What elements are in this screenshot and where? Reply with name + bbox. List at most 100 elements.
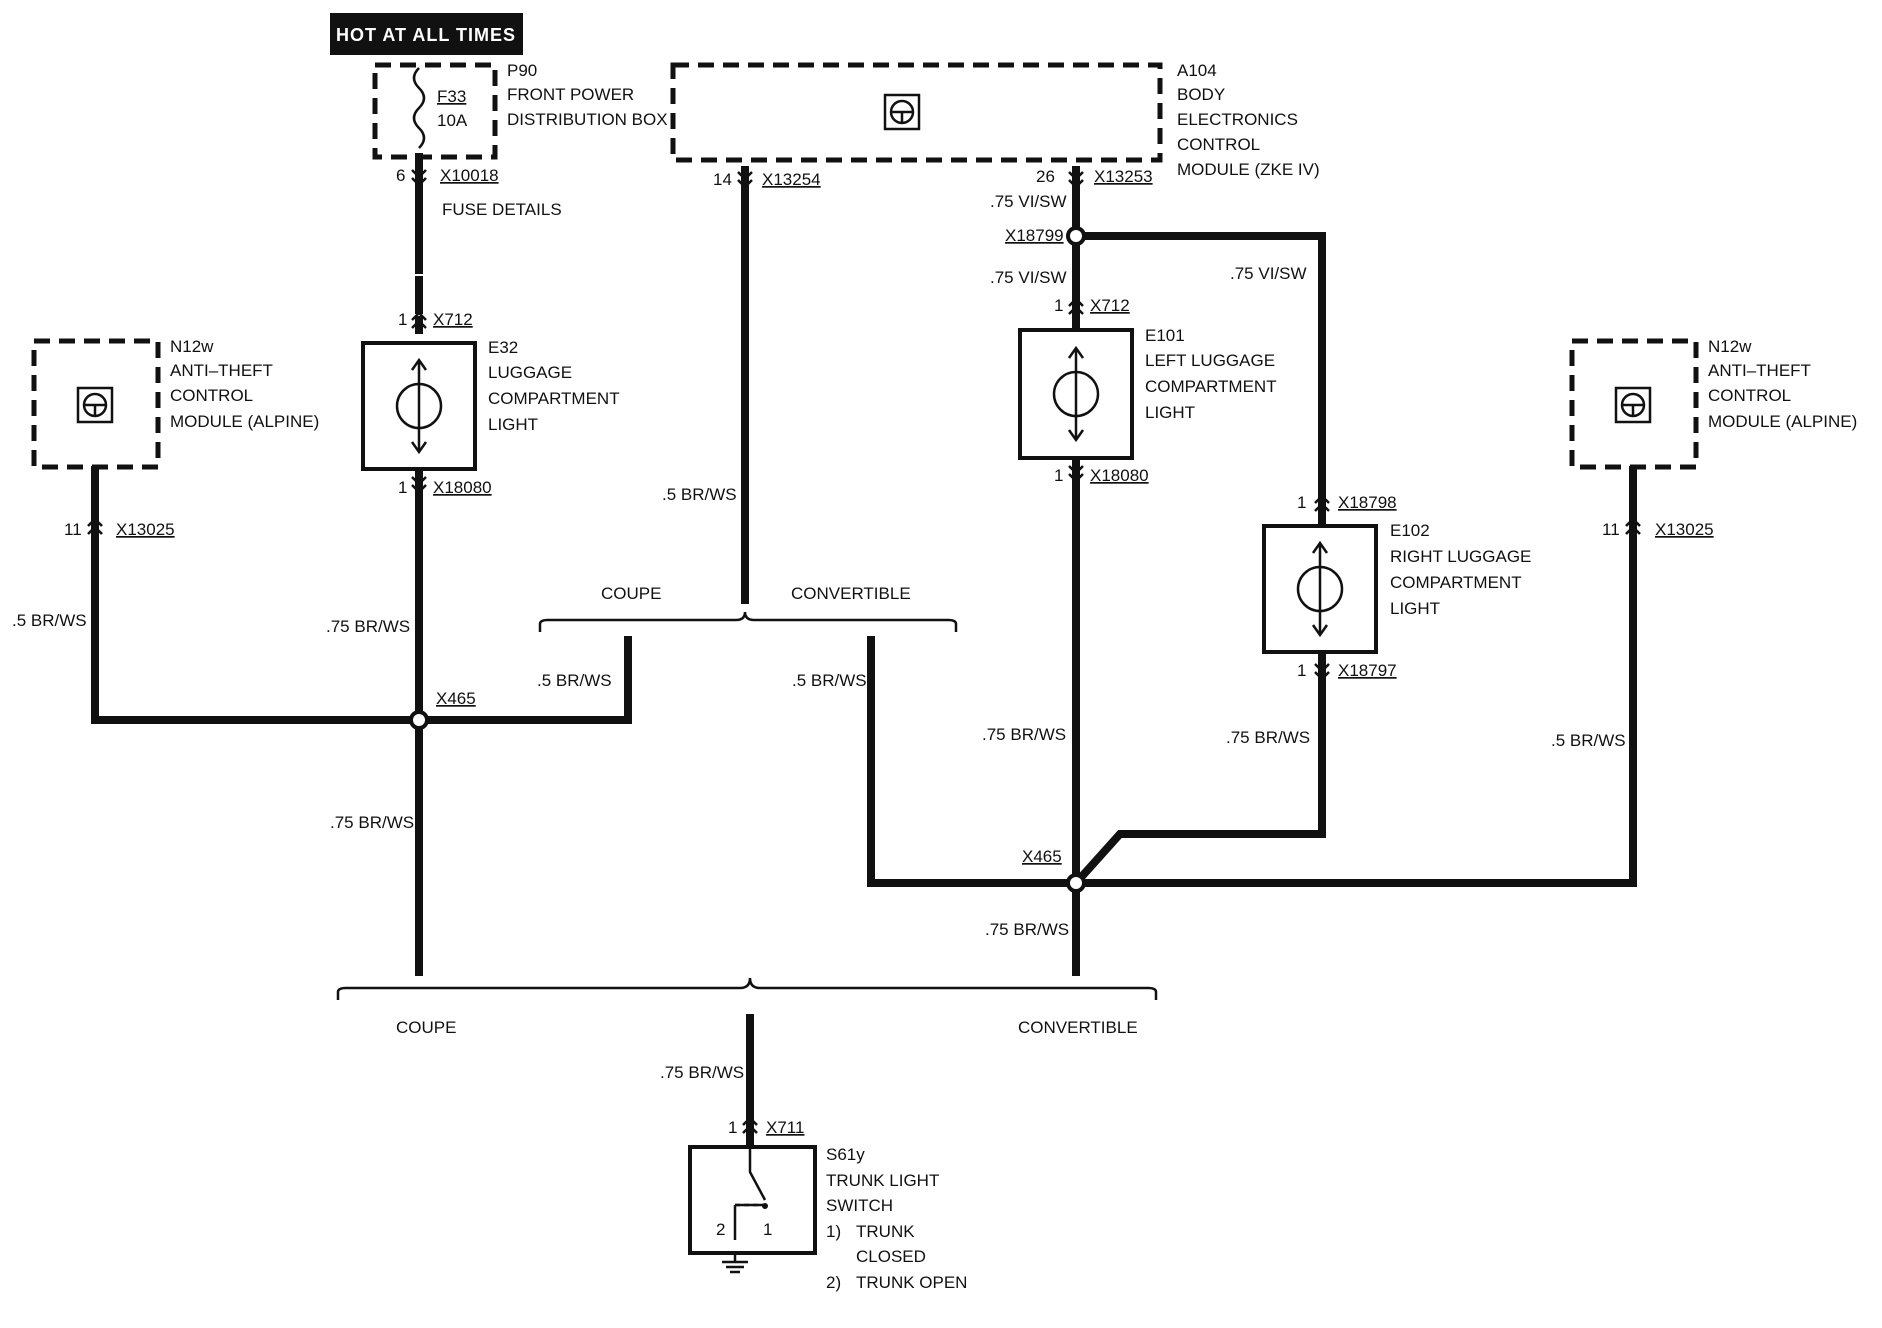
wire-label-e102-lower: .75 BR/WS xyxy=(1226,728,1310,747)
fuse-symbol-icon xyxy=(412,67,426,149)
s61y-id: S61y xyxy=(826,1145,865,1164)
pin-1-e102-bottom: 1 xyxy=(1297,661,1306,680)
lower-variant-bracket xyxy=(336,977,1158,1000)
a104-dashed-outline xyxy=(670,62,1163,163)
wire-label-right-n12w: .5 BR/WS xyxy=(1551,731,1626,750)
connector-x13254: X13254 xyxy=(762,170,821,189)
e101-id: E101 xyxy=(1145,326,1185,345)
e32-line-2: COMPARTMENT xyxy=(488,389,620,408)
pin-6: 6 xyxy=(396,166,405,185)
e101-line-2: COMPARTMENT xyxy=(1145,377,1277,396)
wire-label-left-n12w: .5 BR/WS xyxy=(12,611,87,630)
splice-x18799 xyxy=(1066,226,1086,246)
switch-pin-dot xyxy=(762,1203,768,1209)
e32-id: E32 xyxy=(488,338,518,357)
connector-x13025-right: X13025 xyxy=(1655,520,1714,539)
p90-name-1: FRONT POWER xyxy=(507,85,634,104)
upper-convertible-label: CONVERTIBLE xyxy=(791,584,911,603)
pin-11-right: 11 xyxy=(1602,520,1620,539)
wire-label-vi-sw-1: .75 VI/SW xyxy=(990,192,1067,211)
n12w-right-module: N12w ANTI–THEFT CONTROL MODULE (ALPINE) xyxy=(1569,337,1857,470)
connector-x18798: X18798 xyxy=(1338,493,1397,512)
pin-1-e32-top: 1 xyxy=(398,310,407,329)
wire-label-vi-sw-3: .75 VI/SW xyxy=(1230,264,1307,283)
steering-wheel-icon xyxy=(76,386,114,424)
lower-coupe-label: COUPE xyxy=(396,1018,456,1037)
splice-x465-left xyxy=(409,710,429,730)
fuse-rating: 10A xyxy=(437,111,468,130)
pin-26: 26 xyxy=(1036,167,1055,186)
hot-at-all-times-banner: HOT AT ALL TIMES xyxy=(330,13,523,55)
a104-id: A104 xyxy=(1177,61,1217,80)
pin-11-left: 11 xyxy=(64,520,82,539)
switch-pin-1: 1 xyxy=(763,1220,772,1239)
pin-1-switch: 1 xyxy=(728,1118,737,1137)
n12w-left-line-3: MODULE (ALPINE) xyxy=(170,412,319,431)
connector-x711: X711 xyxy=(766,1118,804,1137)
pin-1-e101-bottom: 1 xyxy=(1054,466,1063,485)
wire-label-a104-pin14: .5 BR/WS xyxy=(662,485,737,504)
n12w-left-id: N12w xyxy=(170,337,214,356)
p90-id: P90 xyxy=(507,61,537,80)
s61y-note-1-text: TRUNK xyxy=(856,1222,915,1241)
e32-line-1: LUGGAGE xyxy=(488,363,572,382)
wire-n12w-left-to-x465 xyxy=(91,466,632,724)
pin-1-e32-bottom: 1 xyxy=(398,478,407,497)
n12w-left-line-2: CONTROL xyxy=(170,386,253,405)
n12w-left-line-1: ANTI–THEFT xyxy=(170,361,273,380)
s61y-note-1-num: 1) xyxy=(826,1222,841,1241)
upper-coupe-label: COUPE xyxy=(601,584,661,603)
connector-x13253: X13253 xyxy=(1094,167,1153,186)
e32-lamp: E32 LUGGAGE COMPARTMENT LIGHT xyxy=(361,338,620,471)
wire-label-e101-lower: .75 BR/WS xyxy=(982,725,1066,744)
pin-1-e102-top: 1 xyxy=(1297,493,1306,512)
n12w-right-line-3: MODULE (ALPINE) xyxy=(1708,412,1857,431)
a104-line-1: BODY xyxy=(1177,85,1225,104)
wire-convertible-tap xyxy=(867,636,1080,887)
e102-line-2: COMPARTMENT xyxy=(1390,573,1522,592)
bulb-arrow-icon xyxy=(1067,345,1085,443)
p90-dashed-outline xyxy=(372,62,498,160)
steering-wheel-icon xyxy=(1614,386,1652,424)
s61y-note-1-text-2: CLOSED xyxy=(856,1247,926,1266)
wire-e102-to-x465 xyxy=(1070,651,1326,889)
p90-fuse-box: F33 10A P90 FRONT POWER DISTRIBUTION BOX xyxy=(372,61,668,160)
s61y-note-2-text: TRUNK OPEN xyxy=(856,1273,967,1292)
e102-id: E102 xyxy=(1390,521,1430,540)
n12w-right-id: N12w xyxy=(1708,337,1752,356)
ground-icon xyxy=(722,1253,748,1274)
connector-x18797: X18797 xyxy=(1338,661,1397,680)
e32-line-3: LIGHT xyxy=(488,415,538,434)
connector-x465-left: X465 xyxy=(436,689,476,708)
wire-label-convertible-lower: .75 BR/WS xyxy=(985,920,1069,939)
e101-line-1: LEFT LUGGAGE xyxy=(1145,351,1275,370)
fuse-details-label: FUSE DETAILS xyxy=(442,200,562,219)
wire-label-coupe-tap: .5 BR/WS xyxy=(537,671,612,690)
wire-label-e32-lower: .75 BR/WS xyxy=(326,617,410,636)
a104-line-4: MODULE (ZKE IV) xyxy=(1177,160,1320,179)
connector-chevrons xyxy=(87,169,1641,1134)
e101-line-3: LIGHT xyxy=(1145,403,1195,422)
n12w-left-module: N12w ANTI–THEFT CONTROL MODULE (ALPINE) xyxy=(31,337,319,470)
s61y-line-2: SWITCH xyxy=(826,1196,893,1215)
wire-label-vi-sw-2: .75 VI/SW xyxy=(990,268,1067,287)
s61y-line-1: TRUNK LIGHT xyxy=(826,1171,939,1190)
e102-line-3: LIGHT xyxy=(1390,599,1440,618)
a104-line-3: CONTROL xyxy=(1177,135,1260,154)
bulb-arrow-icon xyxy=(410,357,428,455)
p90-name-2: DISTRIBUTION BOX xyxy=(507,110,668,129)
connector-x10018: X10018 xyxy=(440,166,499,185)
upper-variant-bracket xyxy=(538,611,958,632)
wire-label-left-coupe: .75 BR/WS xyxy=(330,813,414,832)
bulb-arrow-icon xyxy=(1311,540,1329,638)
pin-1-e101-top: 1 xyxy=(1054,296,1063,315)
wire-x18799-to-e102 xyxy=(1072,232,1326,524)
n12w-right-line-1: ANTI–THEFT xyxy=(1708,361,1811,380)
wire-n12w-right-to-x465 xyxy=(1072,466,1637,887)
a104-line-2: ELECTRONICS xyxy=(1177,110,1298,129)
connector-x712-e32: X712 xyxy=(433,310,473,329)
connector-x13025-left: X13025 xyxy=(116,520,175,539)
connector-x712-e101: X712 xyxy=(1090,296,1130,315)
connector-x18080-e101: X18080 xyxy=(1090,466,1149,485)
steering-wheel-icon xyxy=(883,93,921,131)
